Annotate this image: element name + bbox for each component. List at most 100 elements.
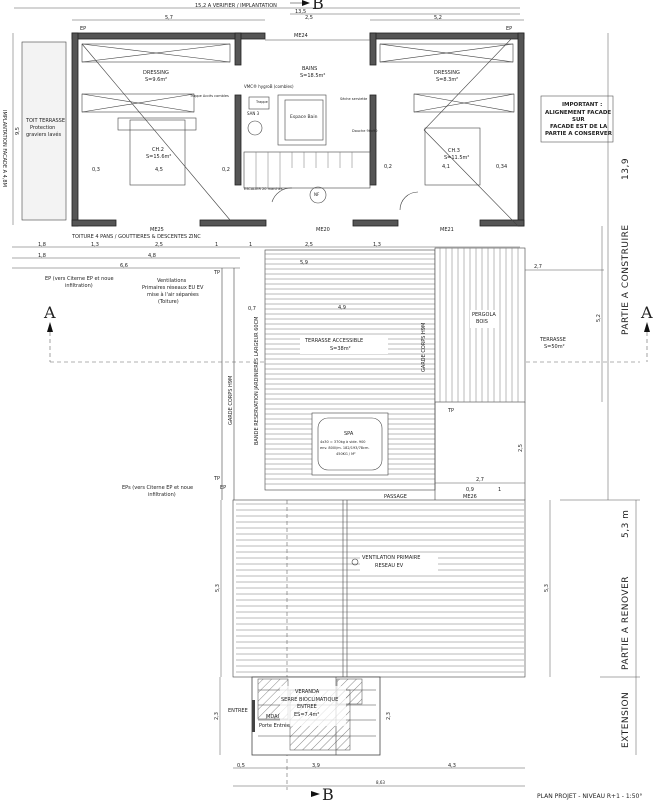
svg-text:450KG / M²: 450KG / M² — [336, 452, 356, 456]
svg-text:9,5: 9,5 — [15, 127, 21, 135]
svg-text:Trappe Accès combles: Trappe Accès combles — [189, 94, 229, 98]
toit-terrasse: TOIT TERRASSE Protection graviers lavés … — [1, 33, 67, 225]
terrasse-label: TERRASSE — [539, 337, 566, 343]
svg-text:BANDE RESERVATION JARDINIERES: BANDE RESERVATION JARDINIERES LARGEUR 60… — [254, 317, 260, 445]
svg-text:5,3: 5,3 — [544, 584, 550, 592]
svg-text:1: 1 — [498, 487, 501, 493]
important-note: IMPORTANT : ALIGNEMENT FACADE SUR FACADE… — [540, 95, 614, 143]
svg-text:SUR: SUR — [572, 117, 585, 123]
svg-text:2,3: 2,3 — [386, 712, 392, 720]
svg-text:13,5: 13,5 — [295, 9, 306, 15]
svg-text:GARDE CORPS H9M: GARDE CORPS H9M — [228, 376, 234, 425]
svg-text:EP (vers Citerne EP et noue: EP (vers Citerne EP et noue — [45, 276, 114, 282]
section-mark-b-top: B — [290, 0, 324, 13]
svg-text:EP: EP — [506, 26, 512, 32]
svg-text:4,1: 4,1 — [442, 164, 450, 170]
svg-text:Protection: Protection — [30, 125, 55, 131]
svg-text:Trappe: Trappe — [255, 100, 268, 104]
svg-text:PERGOLA: PERGOLA — [472, 312, 496, 318]
zone-renover: PARTIE A RENOVER — [621, 576, 631, 670]
toiture-note: TOITURE 4 PANS / GOUTTIERES & DESCENTES … — [71, 234, 201, 240]
svg-text:3,9: 3,9 — [312, 763, 320, 769]
top-dimension-label: 15,2 A VERIFIER / IMPLANTATION — [195, 3, 277, 9]
svg-text:SAN 3: SAN 3 — [247, 111, 260, 116]
svg-text:B: B — [312, 0, 324, 13]
svg-text:Douche 90x90: Douche 90x90 — [352, 129, 377, 133]
svg-text:5,7: 5,7 — [165, 15, 173, 21]
room-ch2: CH.2 — [152, 147, 164, 153]
section-mark-b-bottom: B — [311, 785, 334, 800]
svg-text:EP: EP — [220, 485, 226, 491]
svg-text:EP: EP — [80, 26, 86, 32]
svg-text:0,3: 0,3 — [92, 167, 100, 173]
svg-text:ME24: ME24 — [294, 33, 308, 39]
svg-text:TP: TP — [213, 270, 220, 276]
svg-text:0,2: 0,2 — [222, 167, 230, 173]
veranda: VERANDA SERRE BIOCLIMATIQUE ENTREE ES=7.… — [214, 676, 525, 787]
svg-text:Ventilations: Ventilations — [157, 278, 187, 284]
svg-text:0,7: 0,7 — [248, 306, 256, 312]
svg-text:S=8.3m²: S=8.3m² — [436, 77, 458, 83]
svg-text:TP: TP — [447, 408, 454, 414]
svg-text:4,3: 4,3 — [448, 763, 456, 769]
svg-text:5,3: 5,3 — [215, 584, 221, 592]
svg-text:ES=7.4m²: ES=7.4m² — [294, 712, 319, 718]
svg-text:Espace Bain: Espace Bain — [290, 114, 318, 120]
svg-text:TOIT TERRASSE: TOIT TERRASSE — [25, 118, 65, 124]
svg-text:(Toiture): (Toiture) — [158, 299, 179, 305]
svg-text:S=11.5m²: S=11.5m² — [444, 155, 469, 161]
svg-text:EPs (vers Citerne EP et noue: EPs (vers Citerne EP et noue — [122, 485, 193, 491]
svg-text:ESCALIER 20 marches: ESCALIER 20 marches — [244, 187, 283, 191]
zone-renover-dim: 5,3 m — [621, 510, 631, 538]
svg-text:4x30 = 370kg à vide. 900: 4x30 = 370kg à vide. 900 — [320, 440, 366, 444]
zone-extension: EXTENSION — [621, 692, 631, 748]
svg-text:4,5: 4,5 — [155, 167, 163, 173]
svg-text:MDAI: MDAI — [266, 714, 279, 720]
svg-text:RESEAU EV: RESEAU EV — [375, 563, 404, 569]
svg-text:VENTILATION PRIMAIRE: VENTILATION PRIMAIRE — [362, 555, 420, 561]
svg-text:PARTIE A CONSERVER: PARTIE A CONSERVER — [545, 131, 613, 137]
svg-text:2,7: 2,7 — [476, 477, 484, 483]
svg-text:Primaires réseaux EU EV: Primaires réseaux EU EV — [142, 284, 204, 291]
zone-construire: PARTIE A CONSTRUIRE — [621, 224, 631, 335]
svg-text:2,7: 2,7 — [534, 264, 542, 270]
svg-text:env. 800l/m. 182/193/78cm.: env. 800l/m. 182/193/78cm. — [320, 446, 369, 450]
svg-text:BOIS: BOIS — [476, 319, 488, 325]
svg-text:2,5: 2,5 — [518, 444, 524, 452]
svg-text:S=38m²: S=38m² — [330, 346, 351, 352]
svg-text:0,34: 0,34 — [496, 164, 507, 170]
svg-text:ME20: ME20 — [316, 227, 330, 233]
svg-text:ME25: ME25 — [150, 227, 164, 233]
svg-text:0,2: 0,2 — [384, 164, 392, 170]
plan-title: PLAN PROJET - NIVEAU R+1 - 1:50° — [537, 793, 642, 800]
svg-text:1: 1 — [249, 242, 252, 248]
room-dressing-left: DRESSING — [143, 70, 169, 76]
roof-renovate: VENTILATION PRIMAIRE RESEAU EV 5,3 5,3 — [215, 499, 551, 790]
svg-text:TERRASSE ACCESSIBLE: TERRASSE ACCESSIBLE — [304, 338, 363, 344]
svg-text:FACADE EST DE LA: FACADE EST DE LA — [550, 124, 608, 130]
svg-text:2,3: 2,3 — [214, 712, 220, 720]
svg-text:GARDE CORPS H9M: GARDE CORPS H9M — [421, 323, 427, 372]
svg-text:SPA: SPA — [344, 431, 354, 437]
zone-labels: 13,9 PARTIE A CONSTRUIRE 5,3 m PARTIE A … — [560, 33, 640, 755]
svg-text:2,5: 2,5 — [305, 15, 313, 21]
svg-text:ME26: ME26 — [463, 494, 477, 500]
terrasse-accessible: SPA 4x30 = 370kg à vide. 900 env. 800l/m… — [221, 249, 436, 500]
entree-label: ENTREE — [228, 708, 248, 714]
svg-text:S=18.5m²: S=18.5m² — [300, 73, 325, 79]
top-dimensions: 15,2 A VERIFIER / IMPLANTATION 13,5 5,7 … — [14, 3, 524, 21]
svg-text:1,3: 1,3 — [373, 242, 381, 248]
pergola: PERGOLA BOIS TERRASSE S=50m² 2,7 5,2 TP … — [384, 226, 604, 500]
svg-text:4,9: 4,9 — [338, 305, 346, 311]
svg-text:ME21: ME21 — [440, 227, 454, 233]
zone-construire-dim: 13,9 — [621, 158, 631, 180]
svg-text:graviers lavés: graviers lavés — [26, 131, 61, 138]
svg-text:infiltration): infiltration) — [65, 283, 93, 289]
svg-text:B: B — [322, 785, 334, 800]
svg-text:ENTREE: ENTREE — [297, 704, 317, 710]
upper-building — [71, 32, 525, 227]
svg-text:1,8: 1,8 — [38, 242, 46, 248]
svg-text:TP: TP — [213, 476, 220, 482]
svg-text:Porte Entrée: Porte Entrée — [259, 722, 290, 729]
svg-text:VERANDA: VERANDA — [295, 689, 320, 695]
